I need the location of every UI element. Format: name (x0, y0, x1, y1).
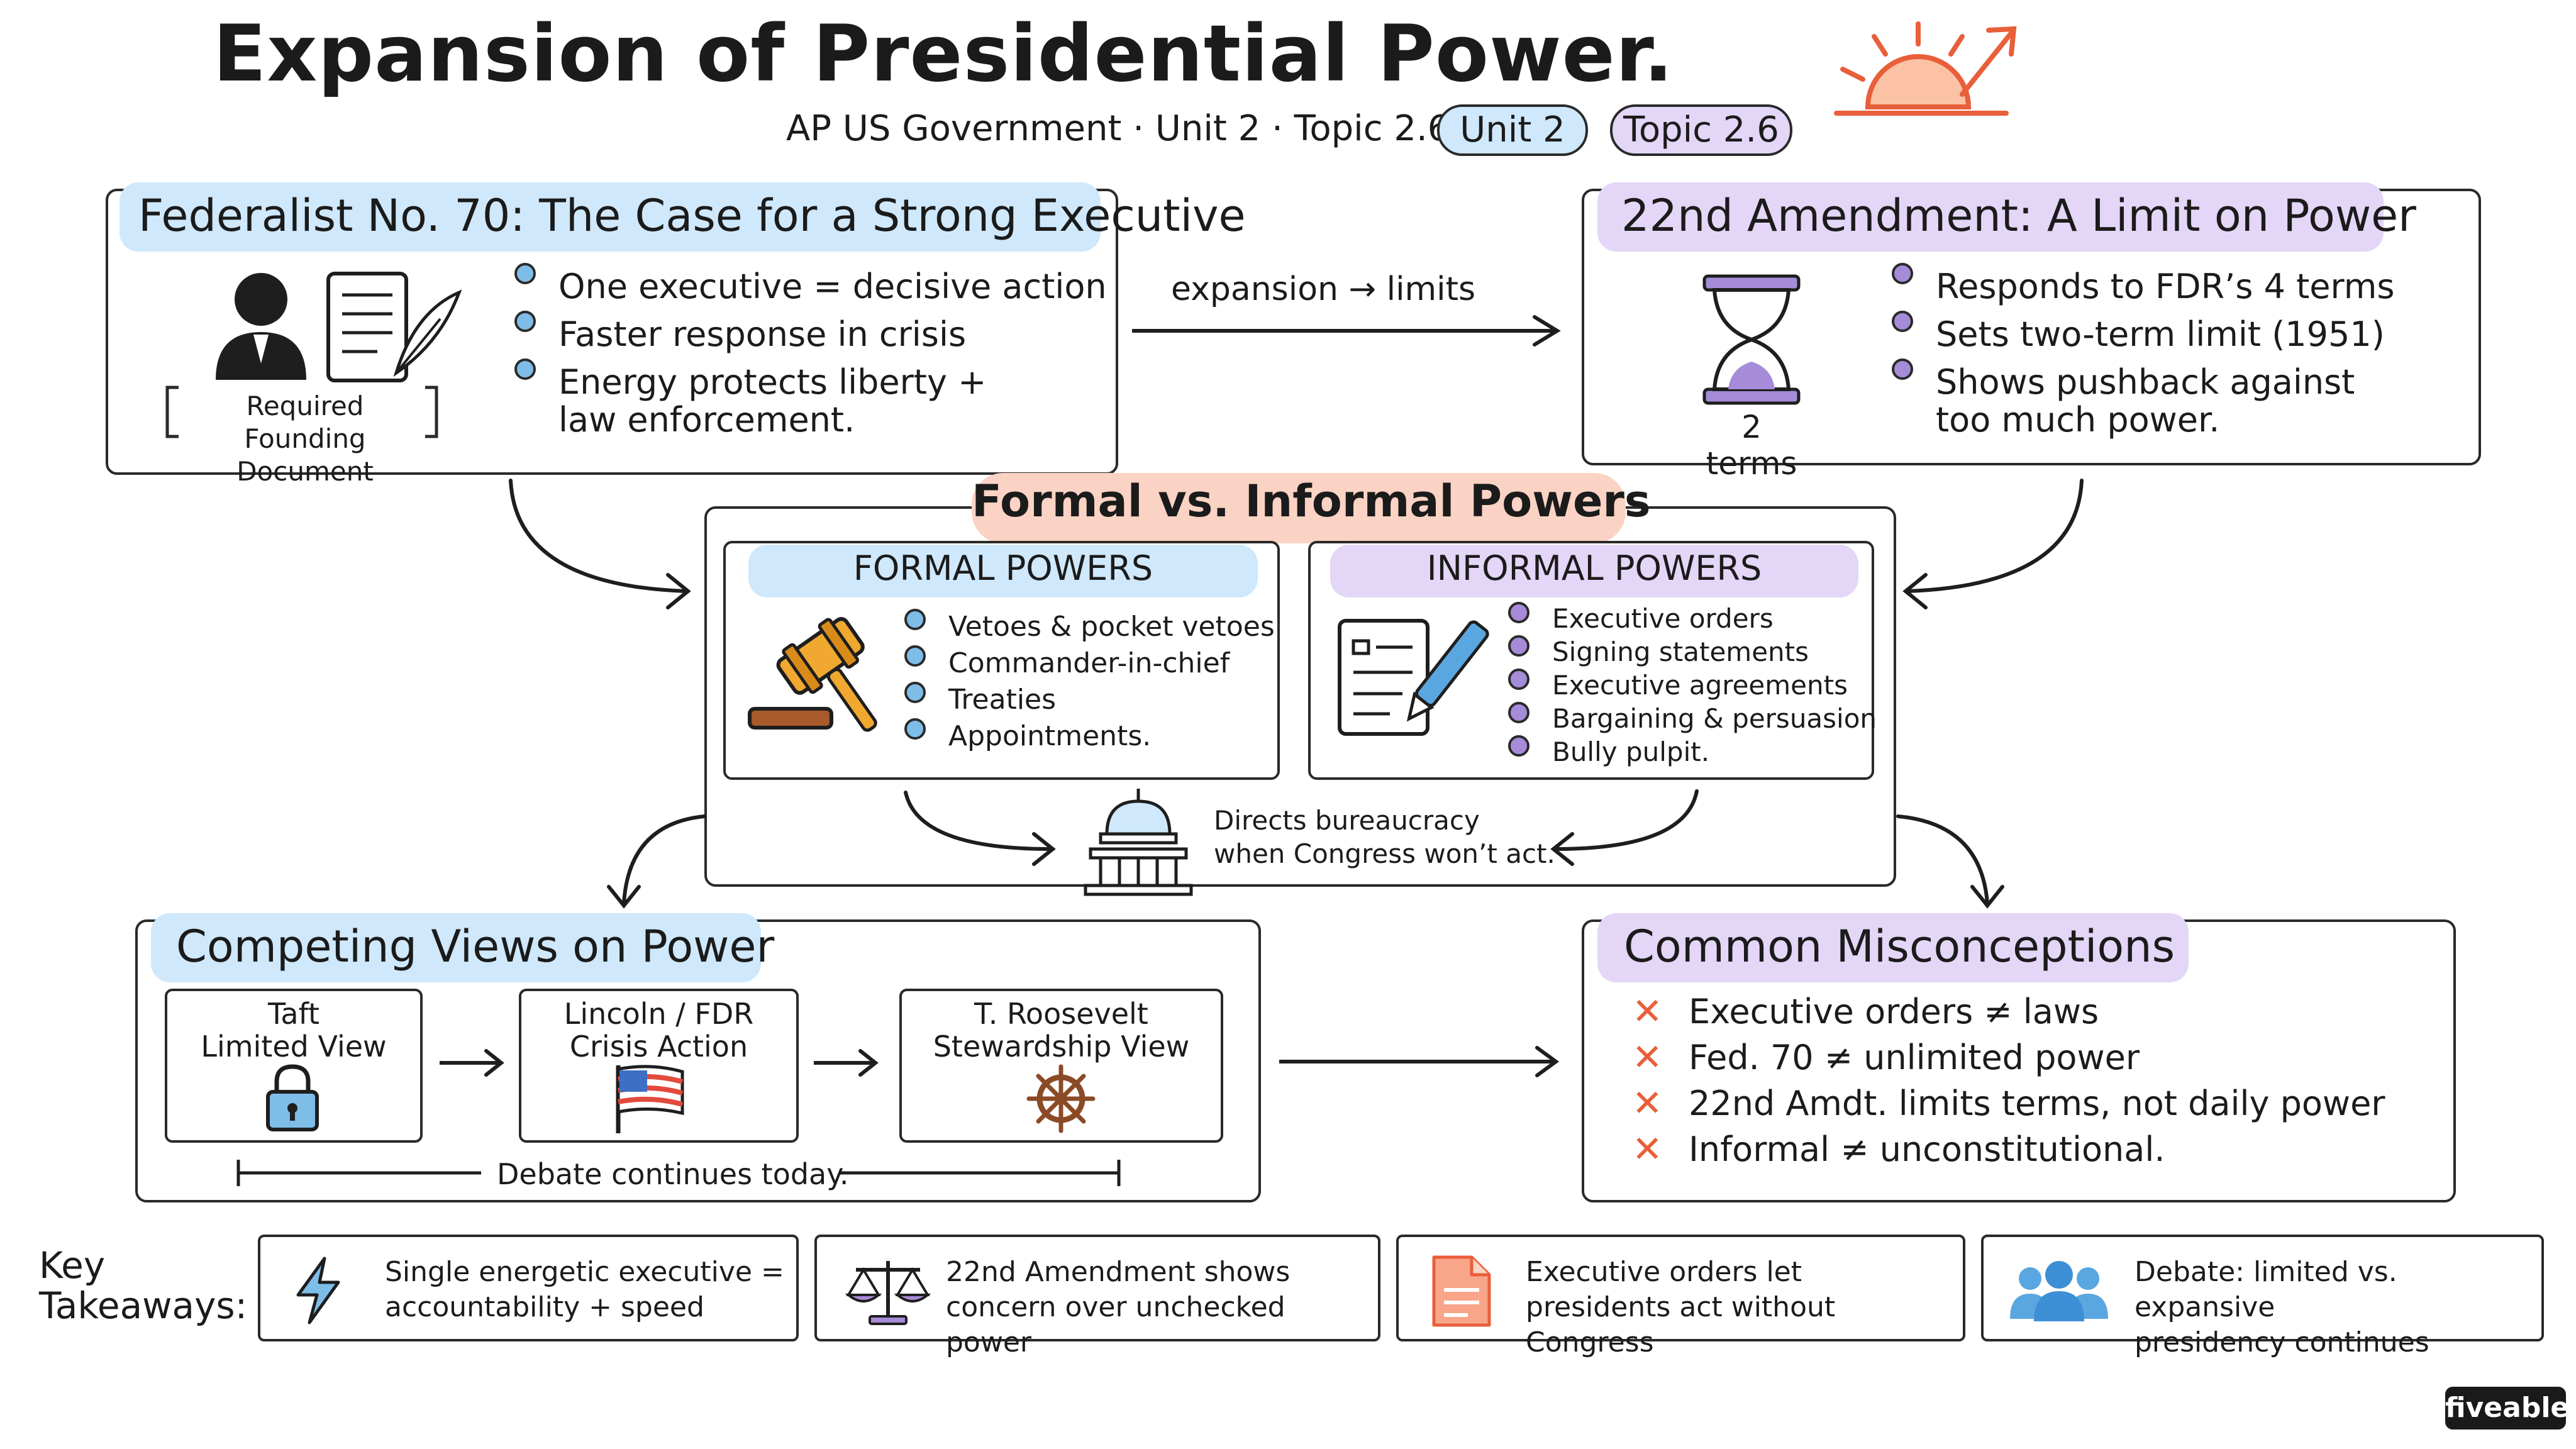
informal-powers-list: Executive orders Signing statements Exec… (1503, 602, 1877, 769)
list-item: Commander-in-chief (899, 645, 1275, 682)
list-item: ✕Informal ≠ unconstitutional. (1619, 1126, 2385, 1172)
people-group-icon (2010, 1261, 2108, 1321)
x-mark-icon: ✕ (1632, 990, 1663, 1033)
founder-icon (216, 273, 306, 380)
gavel-icon (748, 617, 877, 732)
list-item: Faster response in crisis (509, 311, 1107, 358)
arrow-views-to-misconceptions (1279, 1046, 1560, 1077)
list-item: Bargaining & persuasion (1503, 702, 1877, 735)
misconceptions-list: ✕Executive orders ≠ laws ✕Fed. 70 ≠ unli… (1619, 989, 2385, 1172)
two-terms-label: 2 terms (1706, 409, 1797, 482)
hourglass-icon (1702, 274, 1801, 405)
lock-icon (266, 1064, 319, 1131)
federalist-bullets: One executive = decisive action Faster r… (509, 263, 1107, 444)
brand-badge: fiveable (2445, 1387, 2569, 1430)
arrow-taft-to-lincoln (440, 1049, 504, 1077)
expansion-limits-label: expansion → limits (1171, 270, 1476, 308)
amendment-bullets: Responds to FDR’s 4 terms Sets two-term … (1887, 263, 2394, 444)
caption-bracket-right (425, 386, 438, 438)
takeaway-card: Executive orders let presidents act with… (1396, 1235, 1965, 1358)
ships-wheel-icon (1026, 1064, 1096, 1133)
formal-powers-list: Vetoes & pocket vetoes Commander-in-chie… (899, 609, 1275, 755)
page-title: Expansion of Presidential Power. (213, 9, 1674, 99)
capitol-icon (1084, 789, 1193, 896)
list-item-continuation: too much power. (1936, 400, 2220, 440)
document-icon (1432, 1255, 1491, 1327)
list-item: Executive orders (1503, 602, 1877, 635)
federalist-title: Federalist No. 70: The Case for a Strong… (138, 190, 1246, 242)
list-item: Vetoes & pocket vetoes (899, 609, 1275, 645)
rising-sun-icon (1834, 21, 2017, 116)
list-item: Responds to FDR’s 4 terms (1887, 263, 2394, 311)
lightning-icon (296, 1257, 340, 1324)
list-item: Sets two-term limit (1951) (1887, 311, 2394, 358)
curve-arrow-down-left (607, 814, 706, 909)
list-item: Executive agreements (1503, 669, 1877, 702)
list-item: ✕Fed. 70 ≠ unlimited power (1619, 1035, 2385, 1080)
document-quill-icon (326, 272, 462, 382)
takeaway-card: Single energetic executive = accountabil… (258, 1235, 799, 1341)
misconceptions-title: Common Misconceptions (1624, 921, 2175, 972)
document-pen-icon (1338, 619, 1489, 736)
arrow-lincoln-to-roosevelt (814, 1049, 879, 1077)
informal-powers-title: INFORMAL POWERS (1426, 548, 1762, 588)
scales-icon (845, 1261, 931, 1325)
powers-title: Formal vs. Informal Powers (972, 475, 1651, 527)
x-mark-icon: ✕ (1632, 1128, 1663, 1170)
founding-caption: Required Founding Document (236, 391, 374, 487)
list-item: ✕22nd Amdt. limits terms, not daily powe… (1619, 1080, 2385, 1126)
arrow-right (1132, 315, 1561, 347)
list-item: Shows pushback against (1887, 358, 2394, 406)
curve-arrow-down-right (1896, 814, 2004, 909)
curve-arrow-right-down (1902, 479, 2084, 609)
key-takeaways-label: Key Takeaways: (39, 1244, 248, 1327)
unit-pill: Unit 2 (1437, 104, 1588, 156)
formal-powers-title: FORMAL POWERS (853, 548, 1153, 588)
list-item-continuation: law enforcement. (558, 400, 855, 440)
list-item: Signing statements (1503, 635, 1877, 669)
list-item: Treaties (899, 682, 1275, 718)
debate-line (236, 1160, 1121, 1186)
caption-bracket-left (165, 386, 179, 438)
list-item: ✕Executive orders ≠ laws (1619, 989, 2385, 1035)
list-item: Bully pulpit. (1503, 735, 1877, 769)
debate-caption: Debate continues today. (497, 1157, 849, 1191)
flag-icon (616, 1065, 684, 1133)
views-title: Competing Views on Power (176, 921, 775, 972)
arrow-informal-to-capitol (1550, 789, 1699, 866)
list-item: Energy protects liberty + (509, 358, 1107, 406)
bureaucracy-note: Directs bureaucracy when Congress won’t … (1214, 805, 1555, 869)
list-item: Appointments. (899, 718, 1275, 755)
x-mark-icon: ✕ (1632, 1036, 1663, 1079)
takeaway-card: Debate: limited vs. expansive presidency… (1981, 1235, 2544, 1358)
x-mark-icon: ✕ (1632, 1082, 1663, 1124)
curve-arrow-left-down (509, 479, 691, 609)
topic-pill: Topic 2.6 (1610, 104, 1792, 156)
takeaway-card: 22nd Amendment shows concern over unchec… (814, 1235, 1380, 1358)
arrow-formal-to-capitol (904, 791, 1056, 866)
page-subtitle: AP US Government · Unit 2 · Topic 2.6 (786, 108, 1450, 149)
list-item: One executive = decisive action (509, 263, 1107, 311)
amendment-title: 22nd Amendment: A Limit on Power (1621, 190, 2416, 242)
